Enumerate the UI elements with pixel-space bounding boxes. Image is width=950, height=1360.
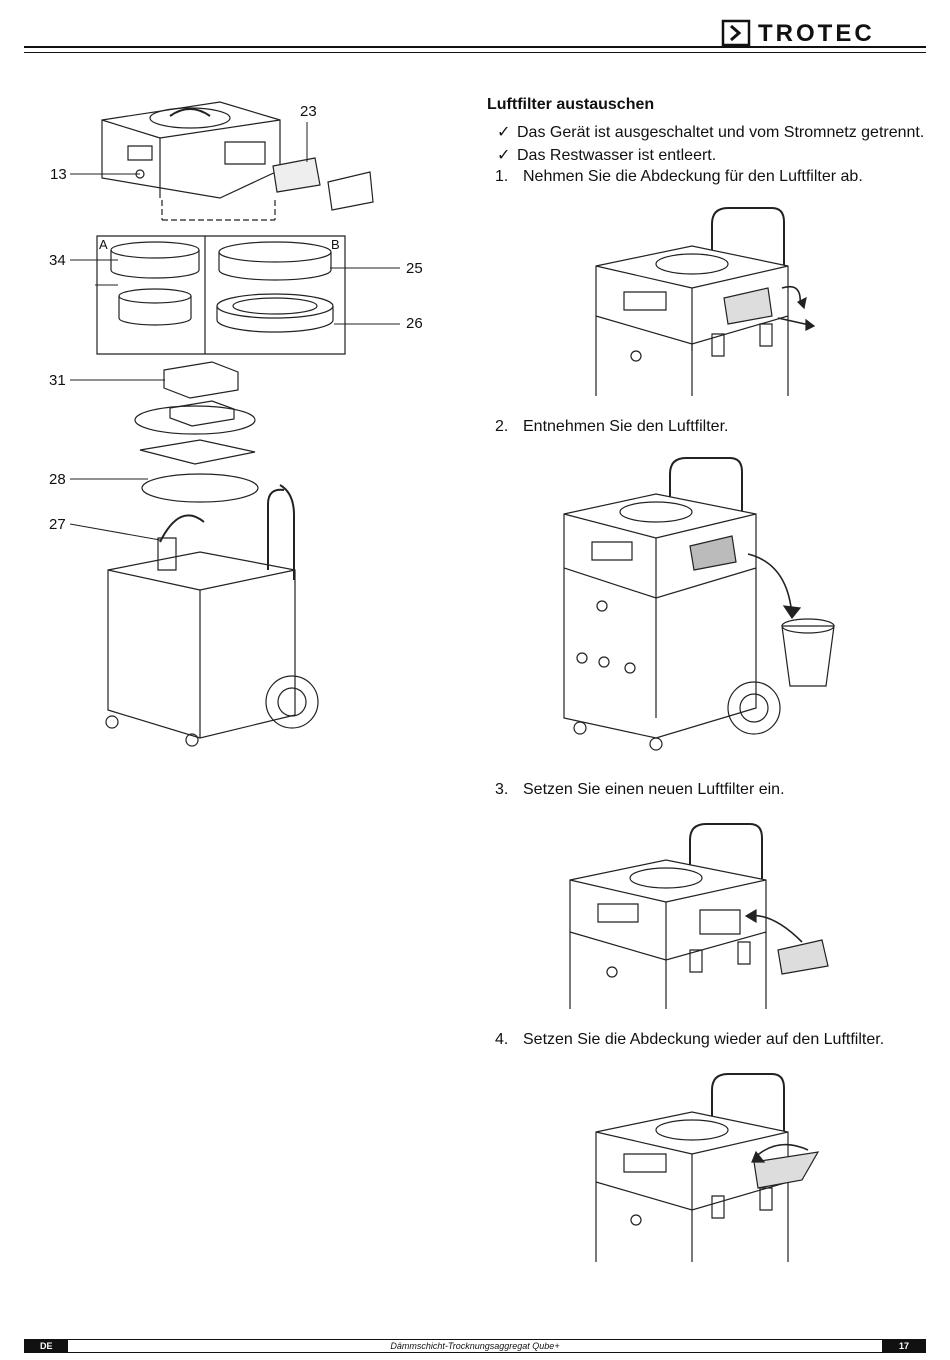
callout-13: 13: [50, 166, 67, 183]
callout-leader-lines: [0, 0, 950, 600]
step-3: 3.Setzen Sie einen neuen Luftfilter ein.: [495, 781, 785, 798]
callout-25: 25: [406, 260, 423, 277]
callout-31: 31: [49, 372, 66, 389]
step-4: 4.Setzen Sie die Abdeckung wieder auf de…: [495, 1031, 885, 1048]
section-title: Luftfilter austauschen: [487, 96, 655, 113]
header-rule: [24, 46, 926, 48]
footer-page-number: 17: [882, 1340, 926, 1352]
brand-name: TROTEC: [758, 20, 875, 47]
brand-logo: TROTEC: [722, 18, 928, 48]
group-label-a: A: [99, 237, 108, 252]
callout-27: 27: [49, 516, 66, 533]
callout-26: 26: [406, 315, 423, 332]
step-2: 2.Entnehmen Sie den Luftfilter.: [495, 418, 729, 435]
group-label-b: B: [331, 237, 340, 252]
step-1-illustration: [592, 206, 832, 406]
page-footer: DE Dämmschicht-Trocknungsaggregat Qube+ …: [24, 1339, 926, 1353]
precondition-2: ✓Das Restwasser ist entleert.: [497, 147, 717, 164]
step-2-illustration: [560, 458, 850, 758]
precondition-1: ✓Das Gerät ist ausgeschaltet und vom Str…: [497, 124, 925, 141]
callout-23: 23: [300, 103, 317, 120]
header-rule-thin: [24, 52, 926, 53]
step-3-illustration: [566, 824, 836, 1014]
brand-logo-mark: [722, 20, 752, 46]
checkmark-icon: ✓: [497, 124, 511, 141]
step-1: 1.Nehmen Sie die Abdeckung für den Luftf…: [495, 168, 863, 185]
callout-34: 34: [49, 252, 66, 269]
checkmark-icon: ✓: [497, 147, 511, 164]
step-4-illustration: [592, 1072, 842, 1272]
exploded-view-illustration: [40, 90, 460, 770]
footer-document-title: Dämmschicht-Trocknungsaggregat Qube+: [390, 1341, 560, 1351]
callout-28: 28: [49, 471, 66, 488]
footer-language: DE: [24, 1340, 68, 1352]
